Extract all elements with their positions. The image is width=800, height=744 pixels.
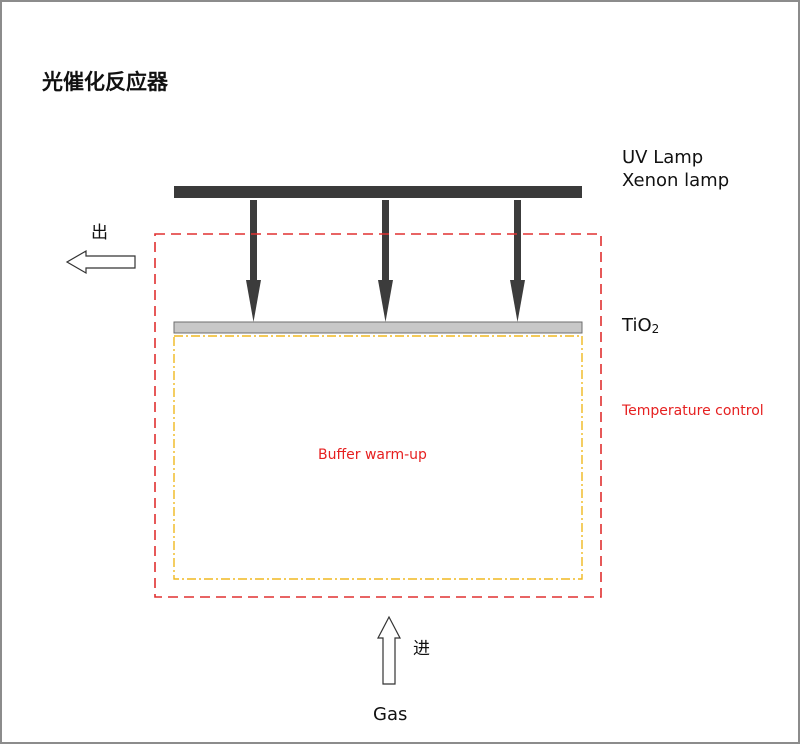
temperature-control-region <box>154 233 602 598</box>
light-arrow-right <box>510 200 525 322</box>
light-arrow-left <box>246 200 261 322</box>
inlet-label: 进 <box>413 639 430 659</box>
buffer-warm-up-region <box>173 335 583 580</box>
tio2-plate <box>173 321 583 334</box>
tio2-label: TiO2 <box>621 315 659 336</box>
gas-label: Gas <box>373 704 407 725</box>
outlet-label: 出 <box>91 223 108 243</box>
outlet-arrow <box>65 249 136 275</box>
light-arrow-center <box>378 200 393 322</box>
lamp-bar <box>174 186 582 198</box>
diagram-title: 光催化反应器 <box>41 70 169 94</box>
temperature-control-label: Temperature control <box>621 403 764 419</box>
tio2-subscript: 2 <box>652 322 660 336</box>
uv-lamp-label: UV Lamp <box>622 147 703 168</box>
buffer-warm-up-label: Buffer warm-up <box>318 447 427 463</box>
xenon-lamp-label: Xenon lamp <box>622 170 729 191</box>
inlet-arrow <box>377 615 401 685</box>
